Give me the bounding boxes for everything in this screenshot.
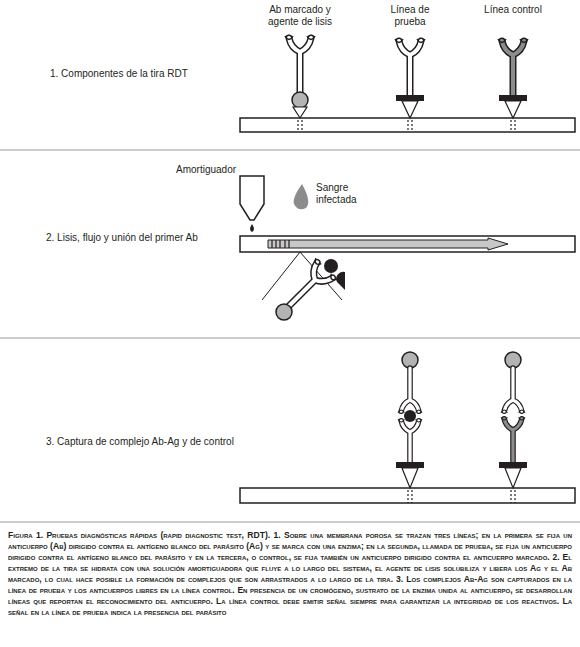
test-line-antibody <box>395 39 425 132</box>
blood-drop <box>294 184 309 209</box>
header-label: Línea control <box>483 4 543 16</box>
captured-control <box>499 352 527 503</box>
flow-arrow <box>268 238 508 250</box>
panel-title: 2. Lisis, flujo y unión del primer Ab <box>46 232 236 244</box>
test-strip <box>240 236 575 252</box>
panel-title: 1. Componentes de la tira RDT <box>50 68 230 80</box>
figure-caption: Figura 1. Pruebas diagnósticas rápidas (… <box>8 530 572 618</box>
labelled-antibody <box>285 36 315 132</box>
buffer-dropper <box>240 176 264 232</box>
panel-title: 3. Captura de complejo Ab-Ag y de contro… <box>46 436 246 448</box>
header-label: Línea de prueba <box>380 4 440 28</box>
part-label: Sangre infectada <box>316 182 376 206</box>
test-strip <box>240 488 575 503</box>
control-line-antibody <box>498 39 528 132</box>
test-strip <box>240 118 575 132</box>
part-label: Amortiguador <box>176 164 246 176</box>
captured-complex <box>396 352 424 503</box>
antibody-antigen-complex <box>276 258 345 320</box>
panel-separator <box>0 150 580 522</box>
header-label: Ab marcado y agente de lisis <box>255 4 345 28</box>
